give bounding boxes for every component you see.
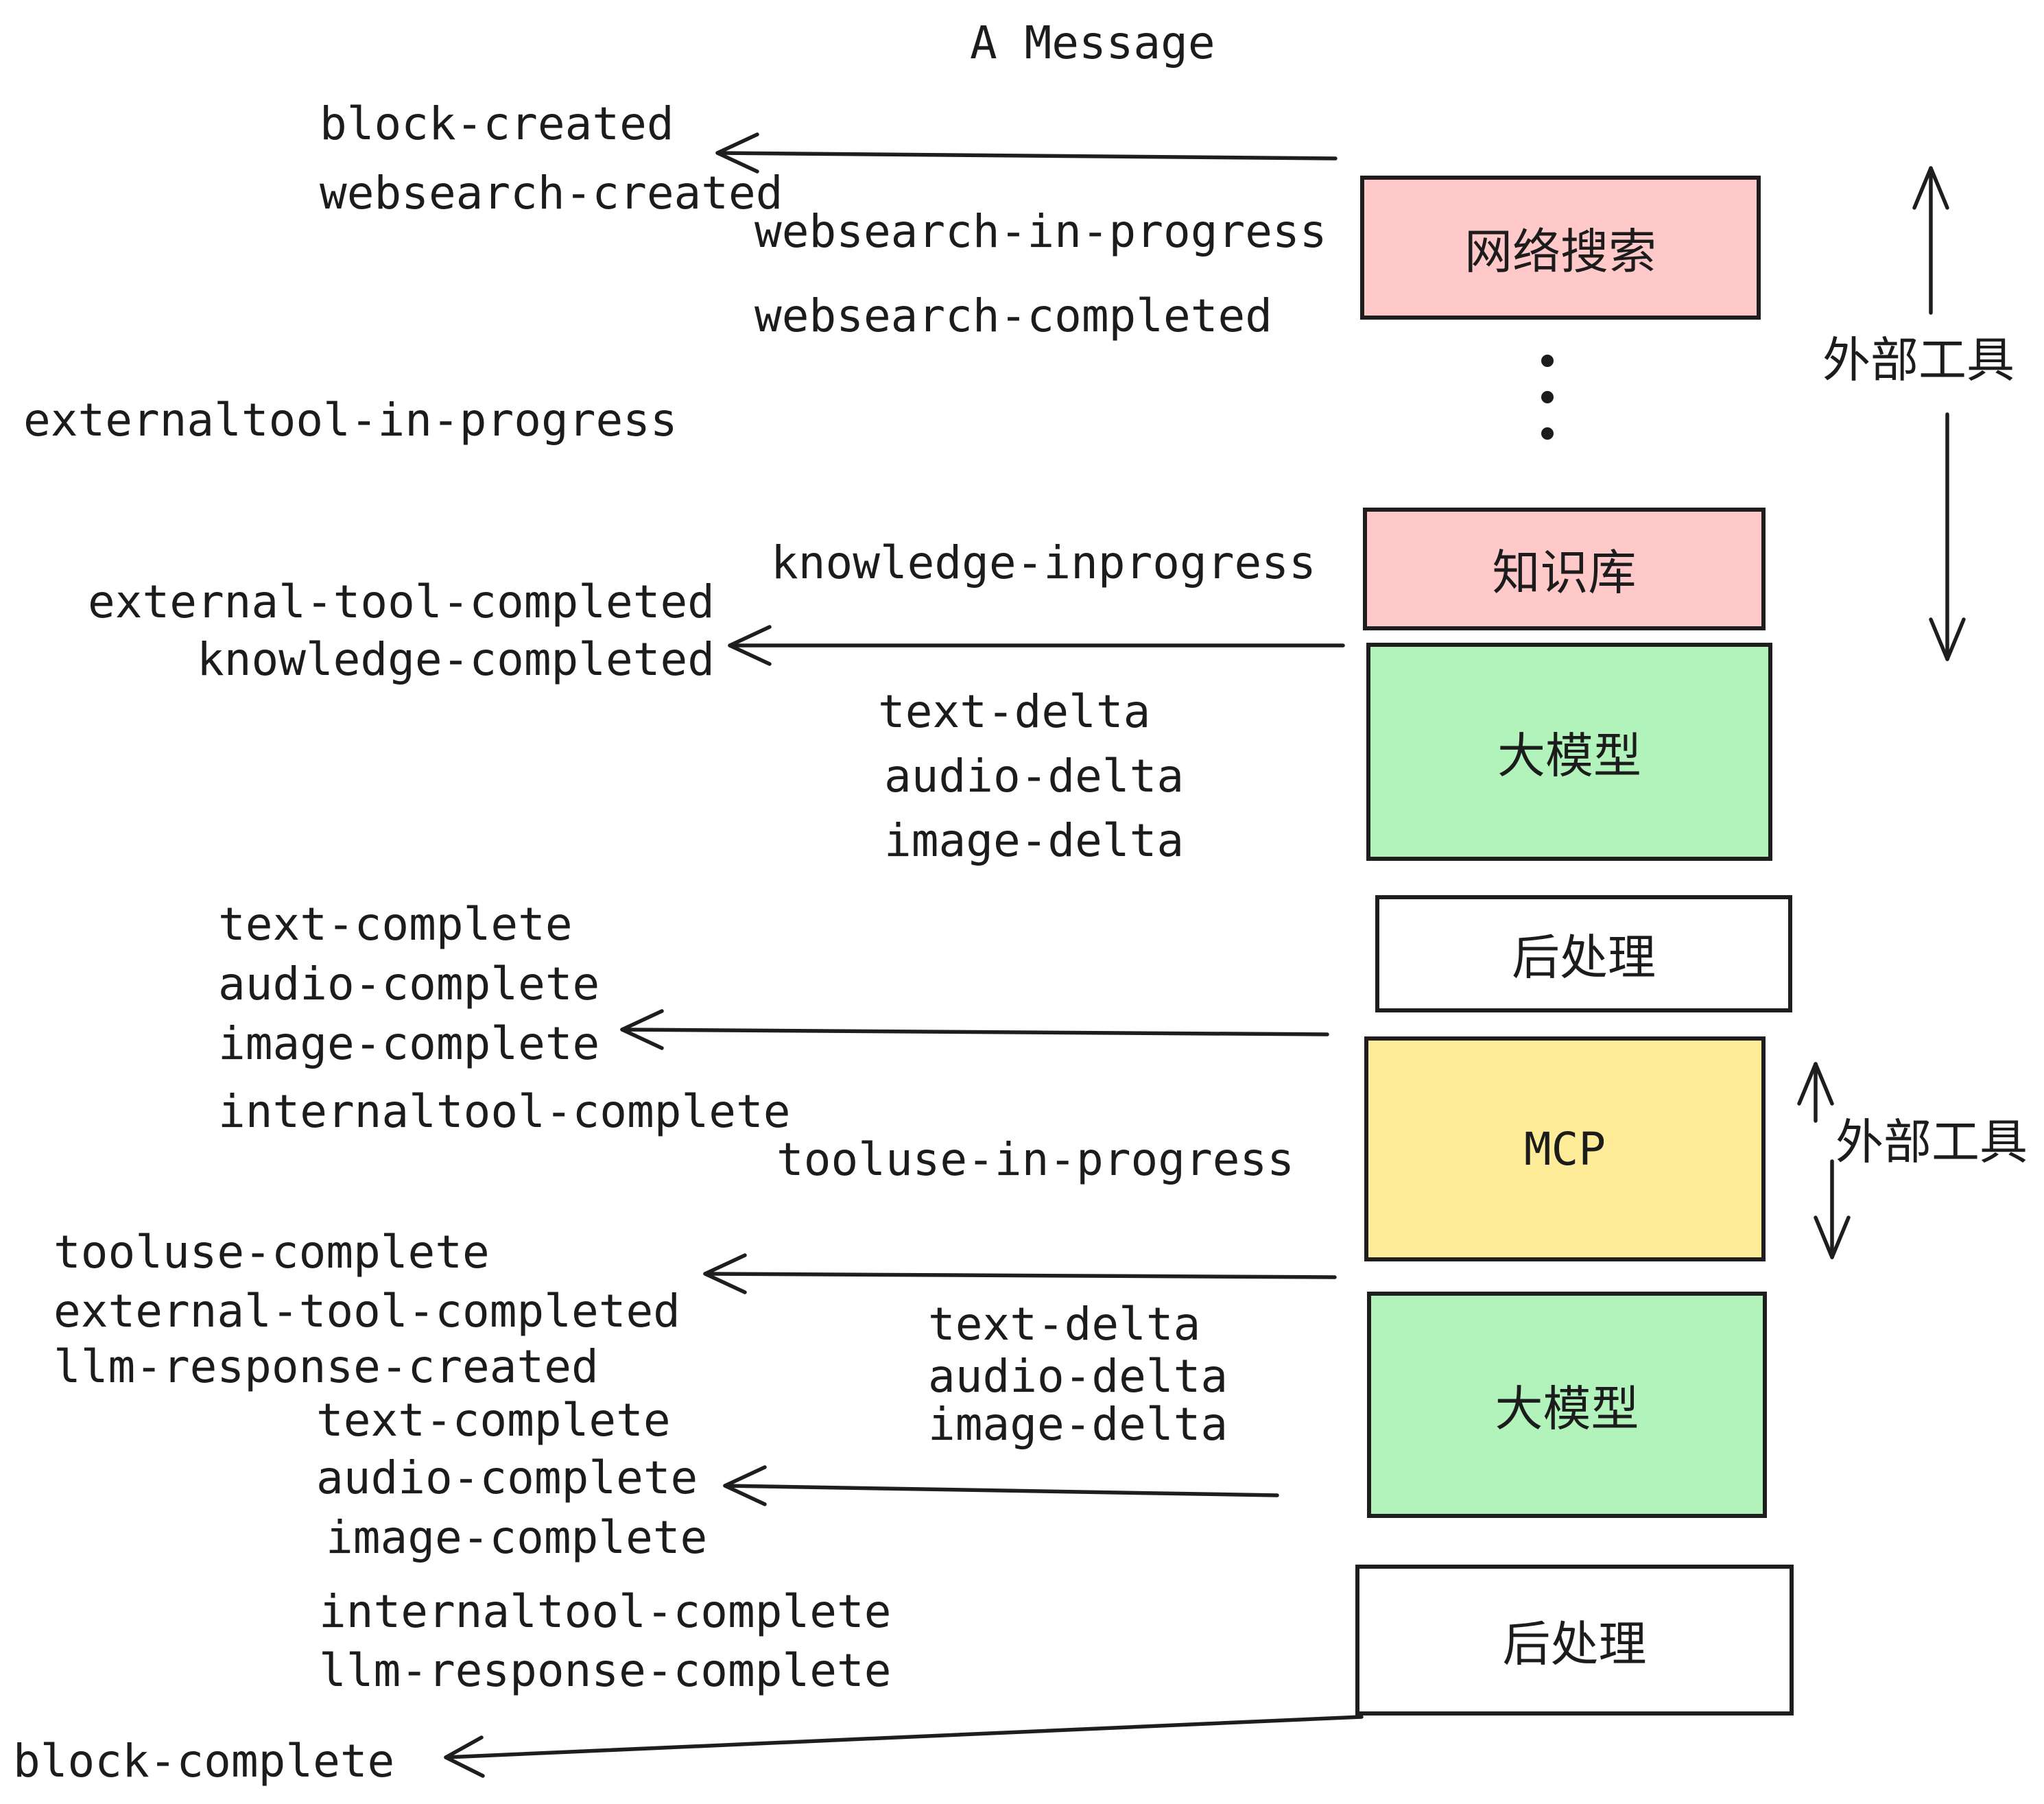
arrow-internal-complete-1 (620, 1009, 1329, 1050)
event-knowledge-completed: knowledge-completed (197, 633, 715, 686)
event-image-complete-2: image-complete (326, 1511, 708, 1564)
event-image-delta-2: image-delta (928, 1398, 1228, 1451)
mcp-box: MCP (1364, 1036, 1766, 1261)
event-internaltool-complete-1: internaltool-complete (218, 1085, 791, 1138)
postprocess-box-1: 后处理 (1375, 895, 1792, 1012)
event-tooluse-complete: tooluse-complete (54, 1226, 490, 1279)
event-text-delta-2: text-delta (928, 1298, 1201, 1351)
event-websearch-in-progress: websearch-in-progress (754, 205, 1327, 258)
llm-box-1: 大模型 (1366, 643, 1772, 861)
event-audio-delta-2: audio-delta (928, 1350, 1228, 1403)
arrow-knowledge-completed (728, 625, 1345, 666)
event-audio-complete-2: audio-complete (316, 1451, 698, 1504)
event-internaltool-complete-2: internaltool-complete (319, 1585, 892, 1638)
arrow-external-tools-top-down (1929, 412, 1966, 661)
postprocess-box-2-label: 后处理 (1502, 1615, 1647, 1672)
event-llm-response-complete: llm-response-complete (319, 1644, 892, 1697)
event-external-tool-completed-2: external-tool-completed (54, 1285, 680, 1338)
arrow-block-complete (444, 1715, 1364, 1778)
arrow-external-tools-bottom-down (1814, 1159, 1851, 1259)
llm-box-2: 大模型 (1367, 1292, 1767, 1518)
event-websearch-completed: websearch-completed (754, 289, 1272, 342)
event-block-created: block-created (320, 97, 674, 150)
event-tooluse-in-progress: tooluse-in-progress (776, 1133, 1294, 1186)
event-llm-response-created: llm-response-created (54, 1340, 599, 1393)
event-audio-complete-1: audio-complete (218, 958, 600, 1010)
arrow-external-tools-top-up (1912, 166, 1949, 315)
event-text-delta-1: text-delta (878, 685, 1151, 738)
postprocess-box-2: 后处理 (1355, 1565, 1794, 1716)
vertical-ellipsis-dots (1541, 355, 1554, 440)
llm-box-2-label: 大模型 (1495, 1380, 1639, 1437)
event-text-complete-2: text-complete (316, 1394, 671, 1447)
event-knowledge-inprogress: knowledge-inprogress (771, 536, 1316, 589)
diagram-title: A Message (970, 16, 1215, 69)
websearch-box: 网络搜索 (1360, 176, 1761, 320)
event-websearch-created: websearch-created (320, 167, 783, 219)
arrow-internal-complete-2 (723, 1465, 1279, 1506)
llm-box-1-label: 大模型 (1497, 727, 1641, 784)
event-image-complete-1: image-complete (218, 1017, 600, 1070)
event-audio-delta-1: audio-delta (884, 750, 1185, 803)
knowledge-box-label: 知识库 (1492, 545, 1637, 601)
postprocess-box-1-label: 后处理 (1512, 929, 1656, 986)
websearch-box-label: 网络搜索 (1464, 223, 1656, 280)
arrow-tooluse-complete (703, 1253, 1337, 1294)
event-text-complete-1: text-complete (218, 898, 573, 951)
arrow-external-tools-bottom-up (1797, 1062, 1834, 1123)
event-block-complete: block-complete (13, 1735, 395, 1788)
mcp-box-label: MCP (1523, 1122, 1606, 1176)
external-tools-label-bottom: 外部工具 (1835, 1114, 2028, 1170)
event-image-delta-1: image-delta (884, 814, 1185, 867)
event-external-tool-completed-1: external-tool-completed (88, 575, 715, 628)
arrow-block-created (715, 132, 1338, 174)
external-tools-label-top: 外部工具 (1822, 332, 2015, 388)
knowledge-box: 知识库 (1363, 508, 1766, 630)
event-externaltool-in-progress: externaltool-in-progress (23, 394, 678, 447)
